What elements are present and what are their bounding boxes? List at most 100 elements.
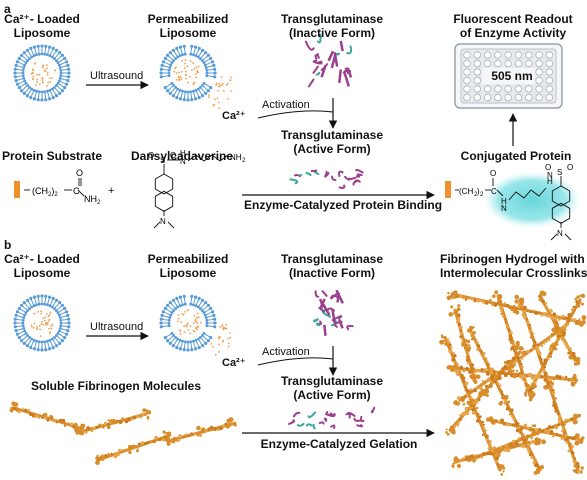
svg-text:O: O xyxy=(148,151,154,160)
loaded-liposome-a xyxy=(13,44,71,102)
tg-active-label-a: Transglutaminase (Active Form) xyxy=(274,128,390,156)
loaded-liposome-label-a: Ca²⁺- Loaded Liposome xyxy=(4,12,80,40)
label-line: Ca²⁺- Loaded xyxy=(4,252,80,266)
label-line: Liposome xyxy=(159,266,217,280)
plate-well xyxy=(504,93,512,102)
plate-well xyxy=(473,76,481,85)
svg-text:NH: NH xyxy=(230,153,242,162)
activation-curve-a xyxy=(257,110,334,119)
svg-text:N: N xyxy=(501,204,507,213)
activation-label-a: Activation xyxy=(262,99,310,111)
plate-well xyxy=(463,51,471,59)
label-line: (Active Form) xyxy=(293,142,371,156)
svg-text:N: N xyxy=(547,171,553,180)
plate-well xyxy=(473,93,481,102)
label-line: Permeabilized xyxy=(147,252,229,266)
fibrinogen-strand xyxy=(453,438,542,464)
plate-well xyxy=(535,51,543,59)
svg-text:O: O xyxy=(490,169,496,178)
svg-text:(CH: (CH xyxy=(459,187,473,196)
plate-well xyxy=(525,93,533,102)
label-line: (Active Form) xyxy=(293,388,371,402)
plate-well xyxy=(504,59,512,68)
plate-well xyxy=(514,85,523,93)
label-line: Intermolecular Crosslinks xyxy=(440,266,587,280)
plate-well xyxy=(483,51,492,59)
panel-letter-a: a xyxy=(4,2,11,16)
plate-well xyxy=(545,68,554,76)
label-line: (Inactive Form) xyxy=(288,266,375,280)
plate-well xyxy=(545,85,554,93)
fibrinogen-hydrogel xyxy=(439,290,587,476)
dansyl-label: Dansylcadaverine xyxy=(130,149,234,163)
activation-curve-b xyxy=(257,357,334,366)
plate-well xyxy=(535,85,543,93)
svg-text:H: H xyxy=(501,197,507,206)
plate-well xyxy=(473,85,481,93)
plate-well xyxy=(535,68,543,76)
plate-well xyxy=(535,59,543,68)
panel-letter-b: b xyxy=(4,238,12,252)
svg-text:2: 2 xyxy=(474,192,478,198)
svg-text:O: O xyxy=(567,163,573,172)
plate-wavelength: 505 nm xyxy=(491,69,533,83)
soluble-fibrinogen xyxy=(9,401,237,465)
plate-well xyxy=(494,93,502,102)
svg-text:2: 2 xyxy=(242,158,246,164)
tg-inactive-label-a: Transglutaminase (Inactive Form) xyxy=(274,12,390,40)
plate-well xyxy=(494,85,502,93)
calcium-label-a: Ca²⁺ xyxy=(222,110,246,122)
svg-text:N: N xyxy=(160,217,166,226)
svg-text:H: H xyxy=(180,149,186,158)
svg-text:S: S xyxy=(160,156,165,165)
svg-text:(CH2)2: (CH2)2 xyxy=(32,186,58,198)
substrate-box xyxy=(14,181,20,198)
plate-well xyxy=(545,76,554,85)
plate-well xyxy=(504,85,512,93)
permeabilized-liposome-label-b: Permeabilized Liposome xyxy=(140,252,236,280)
plate-well xyxy=(545,59,554,68)
enzyme-active-a xyxy=(289,168,364,189)
label-line: Permeabilized xyxy=(147,12,229,26)
plate-well xyxy=(514,59,523,68)
microplate xyxy=(454,43,563,109)
enzyme-active-b xyxy=(288,406,376,430)
plate-well xyxy=(494,51,502,59)
plate-well xyxy=(473,68,481,76)
loaded-liposome-label-b: Ca²⁺- Loaded Liposome xyxy=(4,252,80,280)
plate-well xyxy=(494,59,502,68)
plate-well xyxy=(473,51,481,59)
plate-well xyxy=(463,93,471,102)
plate-well xyxy=(535,76,543,85)
plus-sign: + xyxy=(108,185,115,197)
label-line: Transglutaminase xyxy=(280,374,384,388)
label-line: Fluorescent Readout xyxy=(453,12,573,26)
label-line: Ca²⁺- Loaded xyxy=(4,12,80,26)
plate-well xyxy=(545,51,554,59)
tg-inactive-label-b: Transglutaminase (Inactive Form) xyxy=(274,252,390,280)
calcium-label-b: Ca²⁺ xyxy=(222,357,246,369)
label-line: Fibrinogen Hydrogel with xyxy=(440,252,585,266)
gelation-label: Enzyme-Catalyzed Gelation xyxy=(260,437,418,451)
label-line: Transglutaminase xyxy=(280,12,384,26)
fluorescence-glow xyxy=(484,172,580,228)
conjugate-box xyxy=(445,181,451,198)
activation-label-b: Activation xyxy=(262,346,310,358)
plate-well xyxy=(463,59,471,68)
conjugated-label: Conjugated Protein xyxy=(460,149,572,163)
binding-label: Enzyme-Catalyzed Protein Binding xyxy=(244,198,443,212)
svg-text:N: N xyxy=(557,229,563,238)
substrate-label: Protein Substrate xyxy=(2,149,103,163)
plate-well xyxy=(525,51,533,59)
permeabilized-liposome-label-a: Permeabilized Liposome xyxy=(140,12,236,40)
plate-well xyxy=(525,59,533,68)
svg-text:O: O xyxy=(76,168,83,178)
svg-text:N: N xyxy=(180,157,186,166)
svg-text:S: S xyxy=(557,168,562,177)
plate-well xyxy=(545,93,554,102)
plate-well xyxy=(535,93,543,102)
svg-text:C: C xyxy=(73,186,80,196)
ultrasound-label-b: Ultrasound xyxy=(90,321,144,333)
